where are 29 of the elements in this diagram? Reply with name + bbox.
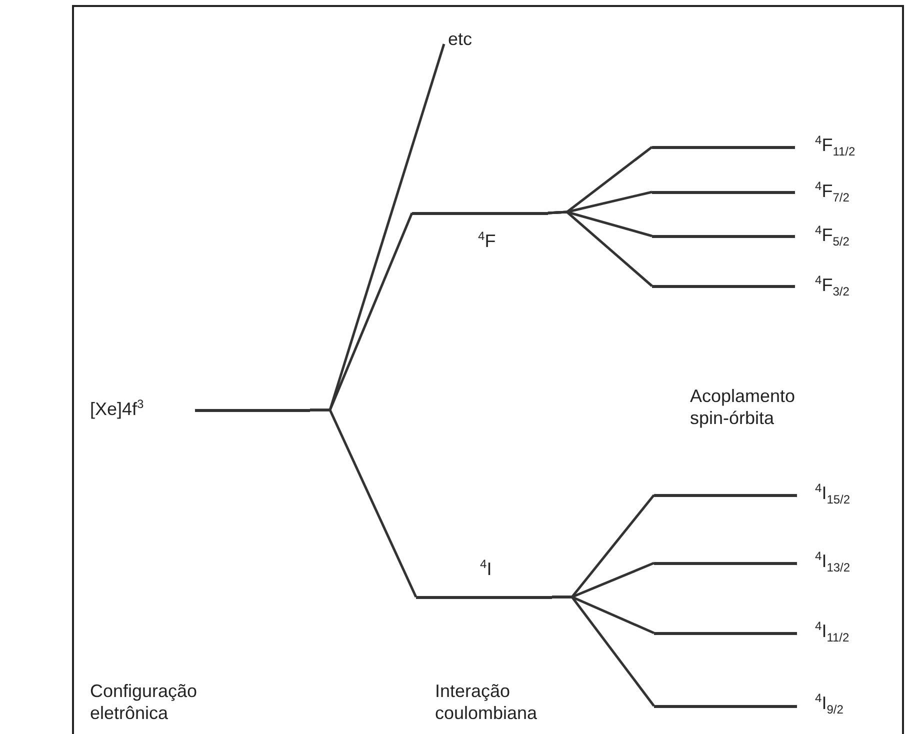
level-label: $^{4}$I$_{11/2}$: [815, 620, 850, 642]
level-label: $^{4}$F$_{5/2}$: [815, 224, 850, 246]
level-label: $^{4}$I$_{9/2}$: [815, 692, 844, 714]
stage-label: Interação coulombiana: [435, 680, 538, 724]
energy-level-line: [654, 705, 797, 708]
energy-level-line: [652, 191, 795, 194]
level-label: $^{4}$F: [478, 230, 496, 252]
level-label: $^{4}$F$_{3/2}$: [815, 274, 850, 296]
energy-level-line: [652, 285, 795, 288]
level-label: $^{4}$F$_{11/2}$: [815, 134, 856, 156]
energy-level-line: [652, 146, 795, 149]
level-label: $^{4}$F$_{7/2}$: [815, 180, 850, 202]
energy-level-line: [195, 409, 310, 412]
energy-level-line: [654, 494, 797, 497]
energy-level-line: [652, 235, 795, 238]
level-label: [Xe]4f$^{3}$: [90, 398, 144, 420]
splitting-line: [548, 210, 653, 287]
energy-level-line: [654, 632, 797, 635]
splitting-line: [310, 408, 418, 598]
level-label: $^{4}$I$_{15/2}$: [815, 482, 850, 504]
stage-label: Configuração eletrônica: [90, 680, 198, 724]
energy-level-line: [412, 212, 548, 215]
level-label: $^{4}$I: [480, 558, 492, 580]
energy-level-line: [654, 562, 797, 565]
level-label: etc: [448, 28, 472, 50]
stage-label: Acoplamento spin-órbita: [690, 385, 796, 429]
energy-level-line: [416, 596, 552, 599]
splitting-line: [552, 596, 655, 707]
level-label: $^{4}$I$_{13/2}$: [815, 550, 850, 572]
